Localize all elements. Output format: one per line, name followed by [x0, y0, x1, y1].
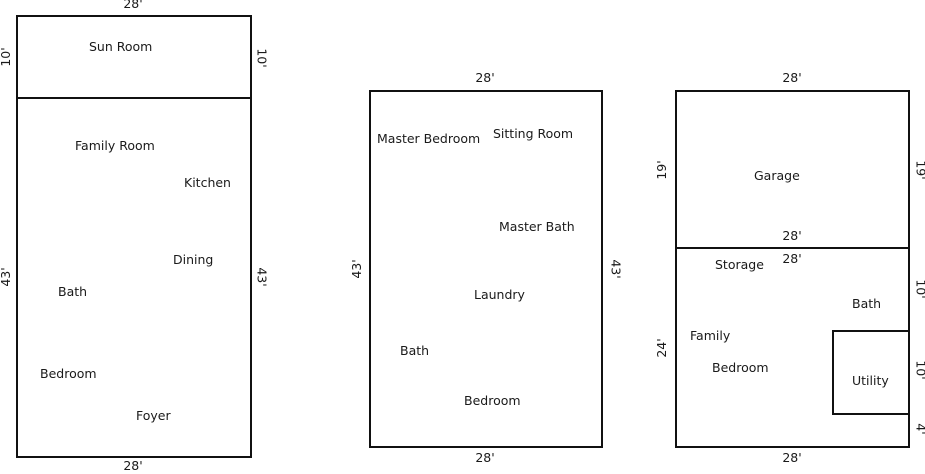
room-bath: Bath — [400, 343, 430, 358]
room-dining: Dining — [173, 252, 214, 267]
plan1-dim-right-main: 43' — [254, 267, 270, 287]
room-storage: Storage — [715, 257, 764, 272]
plan3-dim-right-bath: 10' — [913, 279, 925, 299]
plan3-utility-outline — [832, 330, 910, 415]
room-bedroom: Bedroom — [712, 360, 769, 375]
plan1-outline — [16, 15, 252, 458]
room-bedroom: Bedroom — [40, 366, 97, 381]
room-garage: Garage — [754, 168, 800, 183]
room-foyer: Foyer — [136, 408, 171, 423]
plan3-dim-right-garage: 19' — [913, 160, 925, 180]
plan3-dim-right-utility: 10' — [913, 360, 925, 380]
plan3-dim-lower-top: 28' — [782, 251, 802, 266]
room-master-bedroom: Master Bedroom — [377, 131, 481, 146]
plan3-garage-divider — [675, 247, 910, 249]
plan2-dim-right: 43' — [608, 259, 624, 279]
room-family: Family — [690, 328, 731, 343]
plan1-dim-right-sun: 10' — [254, 48, 270, 68]
plan3-outline — [675, 90, 910, 448]
room-kitchen: Kitchen — [184, 175, 231, 190]
plan3-dim-left-garage: 19' — [653, 160, 669, 180]
plan3-dim-left-lower: 24' — [653, 338, 669, 358]
plan1-dim-bottom: 28' — [123, 458, 143, 473]
plan3-dim-bottom: 28' — [782, 450, 802, 465]
plan1-dim-top: 28' — [123, 0, 143, 11]
room-bath: Bath — [852, 296, 882, 311]
plan2-dim-bottom: 28' — [475, 450, 495, 465]
plan1-sunroom-divider — [16, 97, 252, 99]
room-laundry: Laundry — [474, 287, 525, 302]
plan2-dim-left: 43' — [348, 259, 364, 279]
plan2-outline — [369, 90, 603, 448]
plan2-dim-top: 28' — [475, 70, 495, 85]
room-utility: Utility — [852, 373, 889, 388]
room-bath: Bath — [58, 284, 88, 299]
plan1-dim-left-main: 43' — [0, 267, 13, 287]
room-sun-room: Sun Room — [89, 39, 153, 54]
plan3-dim-top: 28' — [782, 70, 802, 85]
room-master-bath: Master Bath — [499, 219, 575, 234]
plan3-dim-right-end: 4' — [913, 423, 925, 435]
plan1-dim-left-sun: 10' — [0, 47, 13, 67]
room-sitting-room: Sitting Room — [493, 126, 574, 141]
room-bedroom: Bedroom — [464, 393, 521, 408]
room-family-room: Family Room — [75, 138, 155, 153]
plan3-dim-garage-bottom: 28' — [782, 228, 802, 243]
